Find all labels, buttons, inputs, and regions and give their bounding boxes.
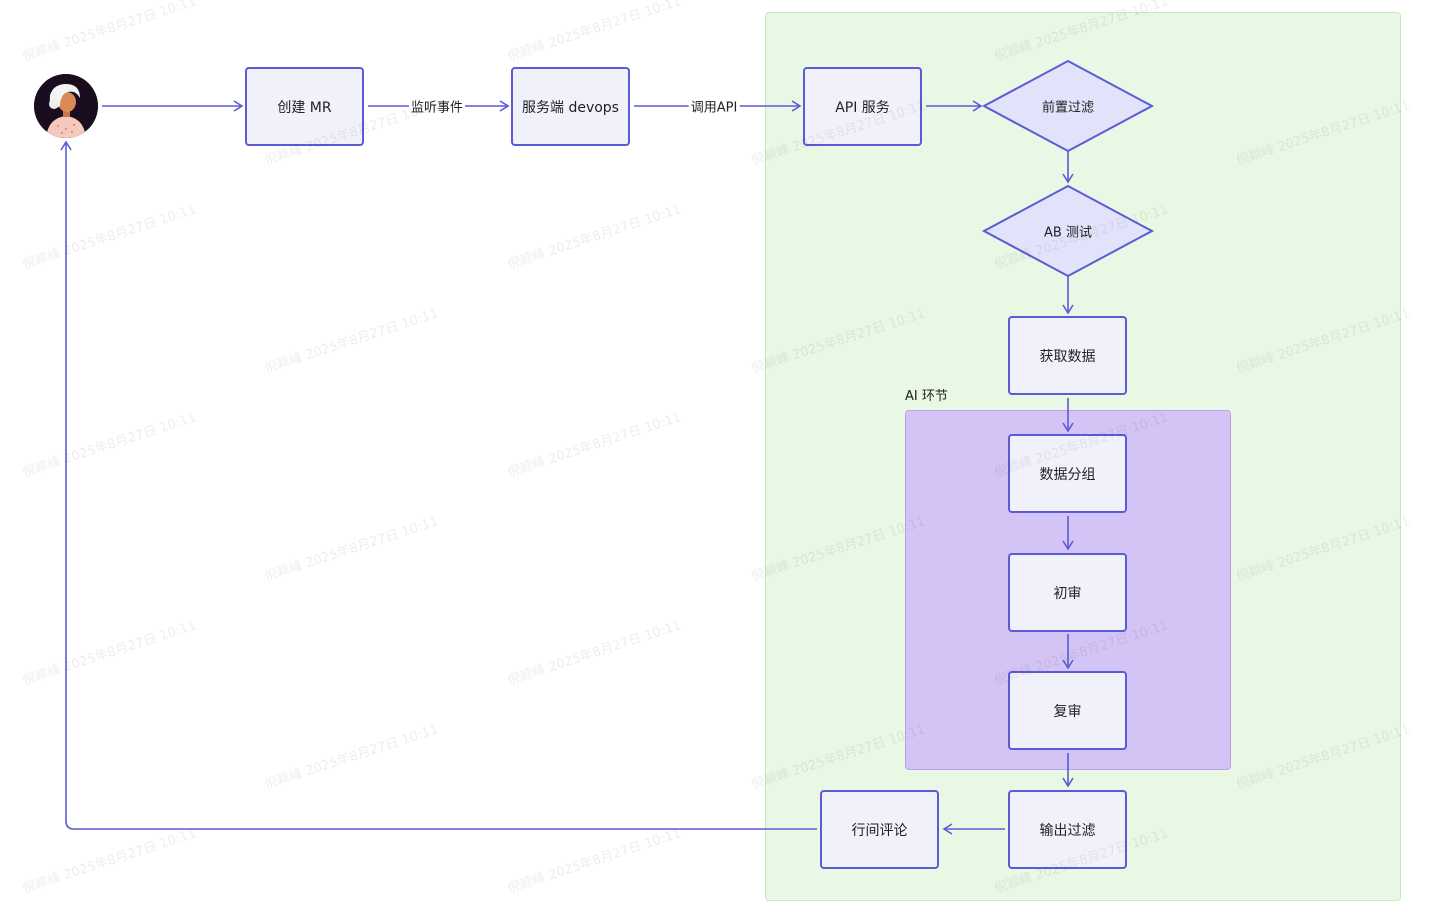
edge-label-listen-event: 监听事件 xyxy=(408,96,466,116)
node-server-devops[interactable]: 服务端 devops xyxy=(511,67,630,146)
pre-filter-diamond xyxy=(981,59,1155,153)
person-icon xyxy=(34,74,98,138)
ab-test-diamond xyxy=(981,184,1155,278)
node-pre-filter[interactable]: 前置过滤 xyxy=(1041,100,1095,116)
node-fetch-data[interactable]: 获取数据 xyxy=(1008,316,1127,395)
node-api-service[interactable]: API 服务 xyxy=(803,67,922,146)
edge-comment-to-user xyxy=(60,140,817,830)
ai-stage-label: AI 环节 xyxy=(905,389,948,404)
node-create-mr[interactable]: 创建 MR xyxy=(245,67,364,146)
node-inline-comment[interactable]: 行间评论 xyxy=(820,790,939,869)
node-output-filter[interactable]: 输出过滤 xyxy=(1008,790,1127,869)
edge-label-call-api: 调用API xyxy=(688,96,740,116)
node-ab-test[interactable]: AB 测试 xyxy=(1044,225,1092,241)
node-data-group[interactable]: 数据分组 xyxy=(1008,434,1127,513)
user-avatar[interactable] xyxy=(34,74,98,138)
node-first-review[interactable]: 初审 xyxy=(1008,553,1127,632)
node-second-review[interactable]: 复审 xyxy=(1008,671,1127,750)
